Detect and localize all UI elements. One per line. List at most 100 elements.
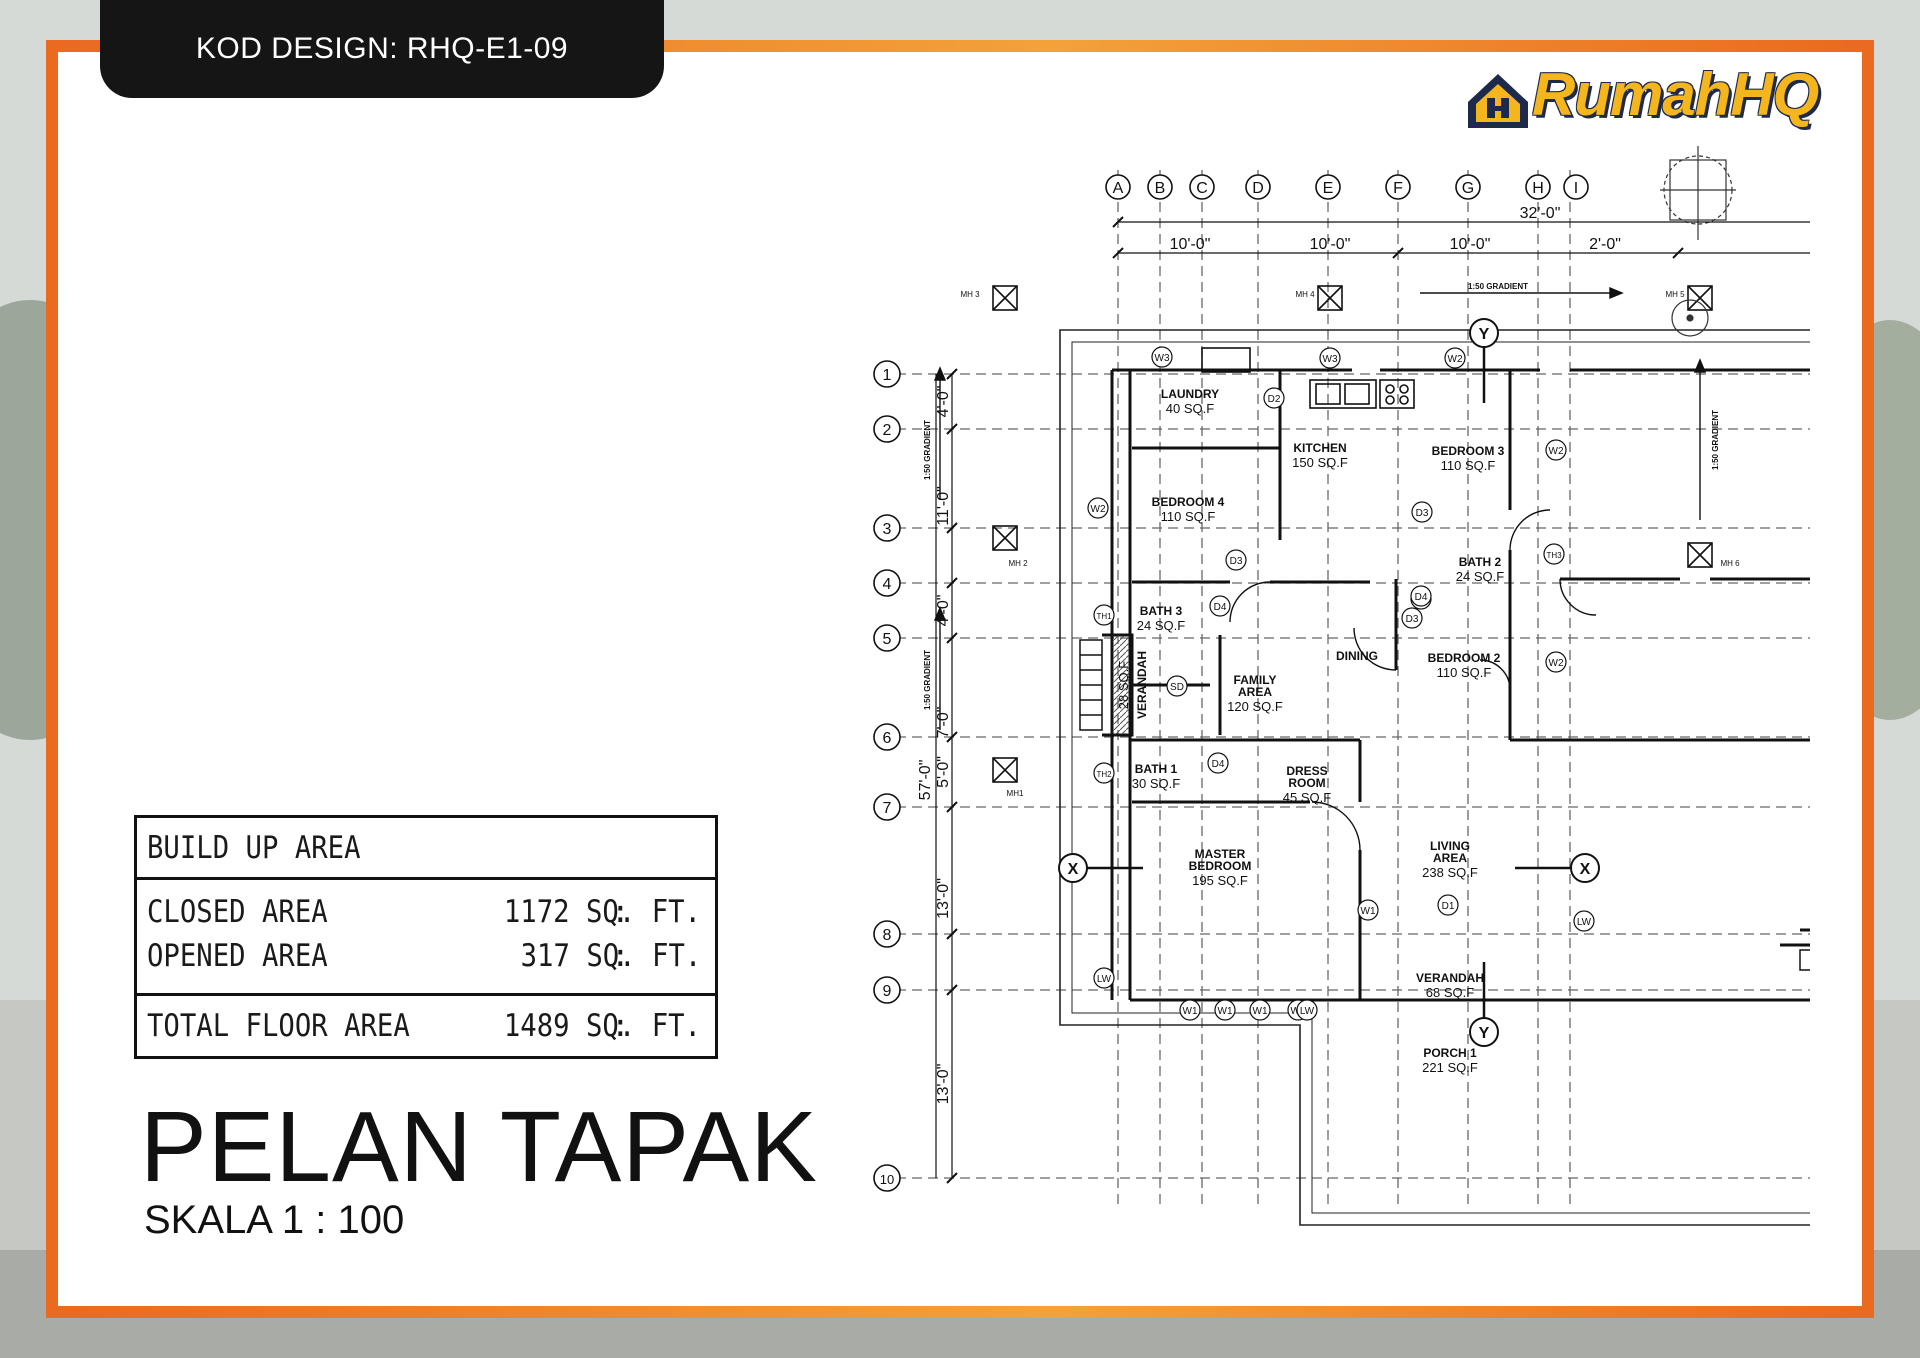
- tag-d1: D1: [1437, 894, 1459, 916]
- row-dim: 4'-0": [935, 595, 952, 627]
- tag-sd: SD: [1166, 675, 1188, 697]
- svg-text:24 SQ.F: 24 SQ.F: [1137, 618, 1185, 633]
- svg-text:D4: D4: [1415, 592, 1428, 603]
- scale-label: SKALA 1 : 100: [144, 1198, 405, 1242]
- svg-text:30 SQ.F: 30 SQ.F: [1132, 776, 1180, 791]
- svg-text:221 SQ.F: 221 SQ.F: [1422, 1060, 1478, 1075]
- svg-text:28 SQ.F: 28 SQ.F: [1116, 661, 1131, 709]
- svg-text:9: 9: [883, 983, 892, 1000]
- grid-row-1: 1: [873, 360, 901, 388]
- manhole-4: MH 2: [992, 525, 1028, 568]
- svg-text:BATH 2: BATH 2: [1459, 555, 1502, 569]
- svg-text:E: E: [1323, 180, 1334, 197]
- svg-text:SD: SD: [1170, 682, 1184, 693]
- row-dim: 7'-0": [935, 707, 952, 739]
- bay-width-dim: 10'-0": [1450, 236, 1491, 253]
- closed-area-value: 1172 SQ. FT.: [503, 894, 701, 930]
- svg-text:24 SQ.F: 24 SQ.F: [1456, 569, 1504, 584]
- room-label: DINING: [1336, 649, 1378, 663]
- svg-text:68 SQ.F: 68 SQ.F: [1426, 985, 1474, 1000]
- section-mark-y: Y: [1469, 962, 1499, 1047]
- tag-w3: W3: [1151, 346, 1173, 368]
- svg-text:195 SQ.F: 195 SQ.F: [1192, 873, 1248, 888]
- room-label: BATH 130 SQ.F: [1132, 762, 1180, 791]
- svg-text:VERANDAH: VERANDAH: [1135, 651, 1149, 719]
- table-heading-row: BUILD UP AREA: [137, 818, 715, 880]
- svg-text:BEDROOM 4: BEDROOM 4: [1152, 495, 1225, 509]
- svg-text:MH1: MH1: [1007, 789, 1024, 798]
- tag-w2: W2: [1087, 497, 1109, 519]
- tag-w1: W1: [1214, 999, 1236, 1021]
- grid-row-10: 10: [873, 1164, 901, 1192]
- grid-row-8: 8: [873, 920, 901, 948]
- house-logo-icon: [1468, 74, 1528, 128]
- grid-col-D: D: [1245, 174, 1271, 200]
- grid-row-7: 7: [873, 793, 901, 821]
- tag-d3: D3: [1411, 501, 1433, 523]
- svg-text:D1: D1: [1442, 901, 1455, 912]
- grid-col-B: B: [1147, 174, 1173, 200]
- section-mark-y: Y: [1469, 318, 1499, 403]
- overall-depth-dim: 57'-0": [917, 760, 934, 801]
- gradient-label-right: 1:50 GRADIENT: [1711, 410, 1720, 470]
- room-label: BATH 324 SQ.F: [1137, 604, 1185, 633]
- svg-text:6: 6: [883, 730, 892, 747]
- svg-text:TH1: TH1: [1096, 612, 1112, 621]
- svg-text:4: 4: [883, 576, 892, 593]
- svg-text:2: 2: [883, 422, 892, 439]
- svg-text:W2: W2: [1091, 504, 1106, 515]
- svg-text:KITCHEN: KITCHEN: [1293, 441, 1346, 455]
- row-dim: 11'-0": [935, 486, 952, 526]
- svg-text:BEDROOM: BEDROOM: [1189, 859, 1252, 873]
- grid-col-E: E: [1315, 174, 1341, 200]
- grid-col-A: A: [1105, 174, 1131, 200]
- grid-col-C: C: [1189, 174, 1215, 200]
- svg-text:W2: W2: [1448, 354, 1463, 365]
- svg-text:MH 4: MH 4: [1295, 290, 1315, 299]
- svg-text:3: 3: [883, 521, 892, 538]
- tag-d4: D4: [1209, 595, 1231, 617]
- svg-text:VERANDAH: VERANDAH: [1416, 971, 1484, 985]
- svg-text:D: D: [1252, 180, 1264, 197]
- svg-text:AREA: AREA: [1238, 685, 1272, 699]
- svg-text:150 SQ.F: 150 SQ.F: [1292, 455, 1348, 470]
- svg-text:Y: Y: [1479, 326, 1490, 343]
- svg-text:A: A: [1113, 180, 1124, 197]
- svg-text:ROOM: ROOM: [1288, 776, 1325, 790]
- svg-text:W3: W3: [1323, 354, 1338, 365]
- tag-d4: D4: [1410, 585, 1432, 607]
- svg-text:MH 6: MH 6: [1720, 559, 1740, 568]
- tag-w1: W1: [1249, 999, 1271, 1021]
- svg-text:LAUNDRY: LAUNDRY: [1161, 387, 1219, 401]
- section-mark-x: X: [1515, 853, 1600, 883]
- total-area-value: 1489 SQ. FT.: [503, 1008, 701, 1044]
- overall-width-dim: 32'-0": [1520, 205, 1561, 222]
- svg-text:D3: D3: [1416, 508, 1429, 519]
- opened-area-value: 317 SQ. FT.: [520, 938, 701, 974]
- svg-text:BATH 3: BATH 3: [1140, 604, 1183, 618]
- svg-text:110 SQ.F: 110 SQ.F: [1161, 509, 1216, 524]
- tag-d2: D2: [1263, 387, 1285, 409]
- svg-text:W2: W2: [1549, 446, 1564, 457]
- page-title: PELAN TAPAK: [140, 1091, 818, 1203]
- svg-text:W3: W3: [1155, 353, 1170, 364]
- row-dim: 13'-0": [935, 1064, 952, 1105]
- section-mark-x: X: [1058, 853, 1143, 883]
- gradient-label-left-top: 1:50 GRADIENT: [923, 420, 932, 480]
- gradient-label-left-mid: 1:50 GRADIENT: [923, 650, 932, 710]
- table-area-rows: CLOSED AREA : 1172 SQ. FT. OPENED AREA :…: [137, 880, 715, 996]
- svg-text:BEDROOM 2: BEDROOM 2: [1428, 651, 1501, 665]
- grid-col-I: I: [1563, 174, 1589, 200]
- grid-col-G: G: [1455, 174, 1481, 200]
- grid-row-4: 4: [873, 569, 901, 597]
- grid-row-5: 5: [873, 624, 901, 652]
- manhole-5: MH 6: [1687, 542, 1740, 568]
- row-dim: 13'-0": [935, 878, 952, 919]
- closed-area-label: CLOSED AREA: [147, 894, 328, 930]
- svg-text:B: B: [1155, 180, 1166, 197]
- svg-text:X: X: [1068, 861, 1079, 878]
